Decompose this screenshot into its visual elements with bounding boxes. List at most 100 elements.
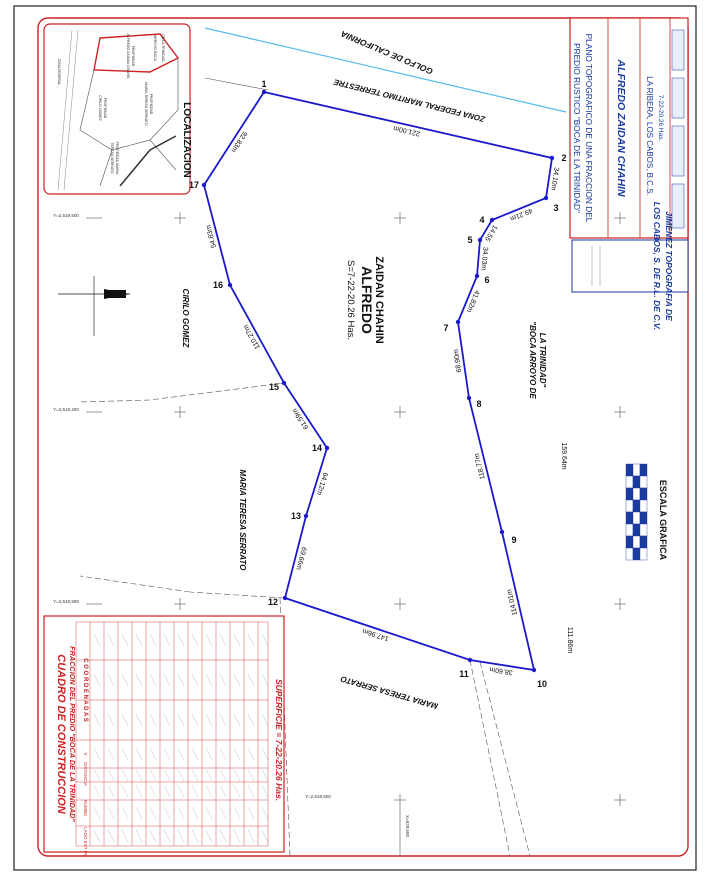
title-surface: 7-22-20.26 Has.	[657, 95, 664, 142]
grid-label-y2: Y=2,619,200	[53, 407, 79, 412]
inset-mid-label2: CIRILO GOMEZ	[98, 95, 102, 121]
construction-table: CUADRO DE CONSTRUCCION FRACCION DEL PRED…	[43, 615, 285, 857]
side-distance-2-3: 34.10m	[549, 167, 559, 191]
neighbor-north-label: CIRILO GOMEZ	[181, 289, 190, 349]
drawing-frame	[37, 17, 689, 857]
title-owner: ALFREDO ZAIDAN CHAHIN	[615, 58, 627, 196]
inset-parcel	[93, 33, 180, 73]
vertex-label-9: 9	[511, 535, 516, 545]
vertex-15	[281, 380, 287, 386]
inset-bottom-label2: TERESA SERRATO	[110, 142, 114, 174]
adjoining-lines	[79, 382, 531, 857]
parcel-owner-label: ALFREDO	[359, 266, 375, 334]
vertex-4	[489, 217, 495, 223]
vertex-label-11: 11	[459, 669, 469, 679]
inset-parcel-label2: ALFREDO ZAIDAN CHAHIN	[126, 34, 130, 79]
table-surface-footer: SUPERFICIE = 7-22-20.26 Has.	[274, 679, 284, 801]
coastline	[204, 27, 567, 113]
north-arrow	[58, 276, 130, 336]
title-line2: PREDIO RUSTICO "BOCA DE LA TRINIDAD"	[572, 43, 582, 213]
grid-label-x1: X=628,600	[405, 815, 410, 837]
vertex-label-5: 5	[467, 235, 472, 245]
vertex-label-4: 4	[479, 215, 484, 225]
vertex-14	[324, 445, 330, 451]
neighbor-east-label2: LA TRINIDAD"	[538, 333, 547, 388]
vertex-label-12: 12	[268, 597, 278, 607]
inset-top-label1: ARROYO BOCA	[153, 35, 157, 62]
table-header-distancia: DISTANCIA	[83, 762, 88, 786]
inset-right-label2: MARIA TERESA SERRATO	[144, 82, 148, 125]
inset-parcel-label1: PROPIEDAD	[131, 46, 135, 67]
table-header-v: V	[83, 752, 88, 755]
vertex-label-10: 10	[537, 679, 547, 689]
inset-left-label: ZONA FEDERAL	[57, 59, 61, 86]
parcel-surface-label: S=7-22-20.26 Has.	[345, 260, 356, 340]
table-header-rumbo: RUMBO	[83, 800, 88, 817]
table-header-lado: LADO EST PV	[83, 827, 88, 856]
vertex-5	[477, 237, 483, 243]
parcel-owner-label2: ZAIDAN CHAHIN	[373, 256, 385, 343]
extra-distance-1: 159.64m	[560, 442, 567, 469]
vertex-10	[531, 667, 537, 673]
side-distance-text: 34.10m	[549, 167, 559, 191]
vertex-3	[543, 195, 549, 201]
table-title2: FRACCION DEL PREDIO "BOCA DE LA TRINIDAD…	[68, 646, 77, 822]
neighbor-west-label: MARIA TERESA SERRATO	[238, 470, 247, 572]
vertex-label-14: 14	[312, 443, 322, 453]
inset-right-label1: PROPIEDAD	[149, 94, 153, 115]
zone-line-left	[204, 77, 269, 91]
vertex-label-1: 1	[261, 79, 266, 89]
vertex-9	[499, 529, 505, 535]
vertex-label-8: 8	[476, 399, 481, 409]
inset-top-label2: DE LA TRINIDAD	[161, 34, 165, 62]
vertex-label-13: 13	[291, 511, 301, 521]
vertex-12	[282, 595, 288, 601]
grid-label-y1: Y=2,619,500	[53, 213, 79, 218]
table-title1: CUADRO DE CONSTRUCCION	[55, 654, 67, 815]
table-grid	[75, 621, 269, 847]
location-inset: ARROYO BOCA DE LA TRINIDAD PROPIEDAD ALF…	[43, 23, 192, 195]
vertex-2	[549, 155, 555, 161]
side-distance-text: 38.60m	[489, 665, 513, 676]
grid-label-y3: Y=2,618,900	[53, 599, 79, 604]
vertex-6	[474, 273, 480, 279]
firm-stamp: JIMENEZ TOPOGRAFIA DE LOS CABOS, S. DE R…	[571, 202, 689, 330]
location-label: LOCALIZACION	[181, 102, 192, 178]
vertex-label-16: 16	[213, 280, 223, 290]
vertex-label-7: 7	[443, 323, 448, 333]
vertex-11	[467, 657, 473, 663]
vertex-7	[455, 319, 461, 325]
scale-label: ESCALA GRAFICA	[658, 480, 668, 561]
vertex-17	[201, 182, 207, 188]
firm-line1: JIMENEZ TOPOGRAFIA DE	[664, 211, 674, 321]
title-location: LA RIBERA, LOS CABOS, B.C.S.	[645, 76, 654, 196]
vertex-label-6: 6	[484, 275, 489, 285]
title-line1: PLANO TOPOGRAFICO DE UNA FRACCION DEL	[584, 34, 594, 223]
side-distance-text: 34.03m	[480, 247, 489, 271]
table-header-coordenadas: C O O R D E N A D A S	[82, 658, 88, 721]
side-distance-5-6: 34.03m	[480, 247, 489, 271]
vertex-16	[227, 282, 233, 288]
parcel-boundary	[203, 90, 554, 672]
neighbor-east-label1: "BOCA ARROYO DE	[528, 321, 537, 399]
vertex-label-15: 15	[269, 382, 279, 392]
title-block: PLANO TOPOGRAFICO DE UNA FRACCION DEL PR…	[569, 17, 689, 239]
grid-label-y4: Y=2,618,600	[305, 794, 331, 799]
vertex-label-2: 2	[561, 153, 566, 163]
firm-line2: LOS CABOS, S. DE R.L. DE C.V.	[652, 202, 662, 330]
vertex-label-3: 3	[553, 203, 558, 213]
vertex-1	[261, 89, 267, 95]
side-distance-text: 68.90m	[453, 349, 463, 373]
inset-mid-label1: PROPIEDAD	[103, 98, 107, 119]
extra-distance-2: 111.86m	[566, 627, 573, 653]
vertex-13	[303, 513, 309, 519]
grid-labels: Y=2,619,500 Y=2,619,200 Y=2,618,900 Y=2,…	[53, 213, 410, 837]
graphic-scale: ESCALA GRAFICA	[625, 463, 668, 561]
vertex-8	[466, 395, 472, 401]
table-frame	[43, 615, 285, 853]
vertex-label-17: 17	[189, 180, 199, 190]
side-distance-7-8: 68.90m	[453, 349, 463, 373]
